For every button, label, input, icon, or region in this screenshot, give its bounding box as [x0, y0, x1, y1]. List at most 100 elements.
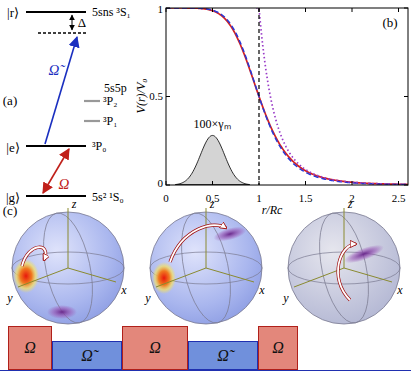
label-text: x [121, 283, 126, 297]
y-tick [404, 185, 408, 186]
y-tick [166, 8, 170, 9]
label-text: (b) [382, 15, 397, 30]
label-text: Ω̃ [49, 62, 60, 78]
panel-label: (c) [3, 204, 17, 217]
gaussian-peak [175, 135, 249, 184]
label-text: 0.5 [149, 90, 163, 102]
panel-label: (b) [382, 16, 397, 29]
tick-label: 1.5 [299, 193, 313, 204]
y-tick [166, 185, 170, 186]
tick-label: 0.5 [149, 91, 163, 102]
rc-marker [258, 8, 259, 185]
label-text: z [72, 197, 77, 211]
x-tick [212, 8, 213, 12]
label-text: Ω [59, 176, 70, 192]
term-label: ³P₀ [92, 140, 106, 152]
pulse-box: Ω [8, 326, 52, 370]
label-text: x [397, 283, 402, 297]
pulse-label: Ω̃ [217, 348, 229, 364]
axis-label: z [210, 198, 215, 210]
blue-dashed-curve [166, 8, 408, 185]
peak-label: 100×γₘ [193, 118, 230, 130]
pulse-box: Ω̃ [188, 341, 258, 370]
tick-label: 0 [158, 178, 164, 189]
pulse-label: Ω̃ [81, 348, 93, 364]
x-tick [212, 181, 213, 185]
label-text: ³P₁ [103, 114, 117, 128]
axis-label: y [283, 292, 288, 304]
axis-label: z [72, 198, 77, 210]
label-text: x [259, 283, 264, 297]
panel-label: (a) [3, 94, 17, 107]
label-text: z [348, 197, 353, 211]
label-text: 0 [158, 177, 164, 189]
y-tick [404, 96, 408, 97]
x-tick [305, 8, 306, 12]
label-text: V(r)/V₀ [134, 79, 148, 114]
x-tick [398, 8, 399, 12]
bloch-sphere [288, 208, 400, 327]
bloch-sphere [150, 208, 262, 327]
y-tick [166, 96, 170, 97]
tick-label: 1 [256, 193, 262, 204]
axis-label: x [259, 284, 264, 296]
label-text: 5s5p [104, 81, 127, 95]
state-label: |g⟩ [6, 191, 20, 204]
term-label: 5sns ³S₁ [92, 6, 131, 18]
x-tick [305, 181, 306, 185]
label-text: 1.5 [299, 192, 313, 204]
label-text: (a) [3, 93, 17, 108]
tick-label: 0 [163, 193, 169, 204]
term-label: ³P₁ [103, 115, 117, 127]
x-tick [398, 181, 399, 185]
label-text: ³P₂ [103, 94, 117, 108]
tick-label: 1 [158, 4, 164, 15]
tick-label: 2.5 [392, 193, 406, 204]
axis-label: z [348, 198, 353, 210]
term-label: ³P₂ [103, 95, 117, 107]
term-label: 5s² ¹S₀ [92, 191, 124, 203]
x-tick [166, 181, 167, 185]
pulse-label: Ω [272, 340, 284, 356]
potential-plot [166, 8, 408, 185]
coupling-label: Ω [59, 177, 70, 192]
coupling-label: Ω̃ [49, 63, 60, 78]
label-text: ³P₀ [92, 139, 106, 153]
x-tick [352, 181, 353, 185]
label-text: y [283, 291, 288, 305]
label-text: (c) [3, 203, 17, 218]
axis-title: V(r)/V₀ [135, 79, 147, 114]
label-text: 0 [163, 192, 169, 204]
label-text: 2.5 [392, 192, 406, 204]
detuning-label: Δ [78, 16, 86, 29]
label-text: z [210, 197, 215, 211]
label-text: 1 [158, 3, 164, 15]
pulse-box: Ω [122, 326, 188, 370]
label-text: |e⟩ [6, 140, 19, 155]
term-label: 5s5p [104, 82, 127, 94]
pulse-box: Ω [258, 326, 298, 370]
axis-title: r/Rc [262, 204, 283, 216]
pulse-box: Ω̃ [52, 341, 122, 370]
plot-frame [166, 8, 408, 185]
axis-label: y [7, 292, 12, 304]
label-text: r/Rc [262, 203, 283, 217]
label-text: 5s² ¹S₀ [92, 190, 124, 204]
pulse-label: Ω [149, 340, 161, 356]
axis-label: y [145, 292, 150, 304]
red-curve [166, 8, 408, 184]
label-text: y [145, 291, 150, 305]
x-tick [259, 8, 260, 12]
label-text: 1 [256, 192, 262, 204]
purple-dotted-curve [256, 8, 408, 184]
state-label: |e⟩ [6, 141, 19, 154]
label-text: 100×γₘ [193, 117, 230, 131]
axis-label: x [121, 284, 126, 296]
bloch-sphere [12, 208, 124, 327]
label-text: y [7, 291, 12, 305]
label-text: Δ [78, 15, 86, 30]
level-scheme [26, 12, 100, 196]
pulse-label: Ω [24, 340, 36, 356]
label-text: 5sns ³S₁ [92, 5, 131, 19]
